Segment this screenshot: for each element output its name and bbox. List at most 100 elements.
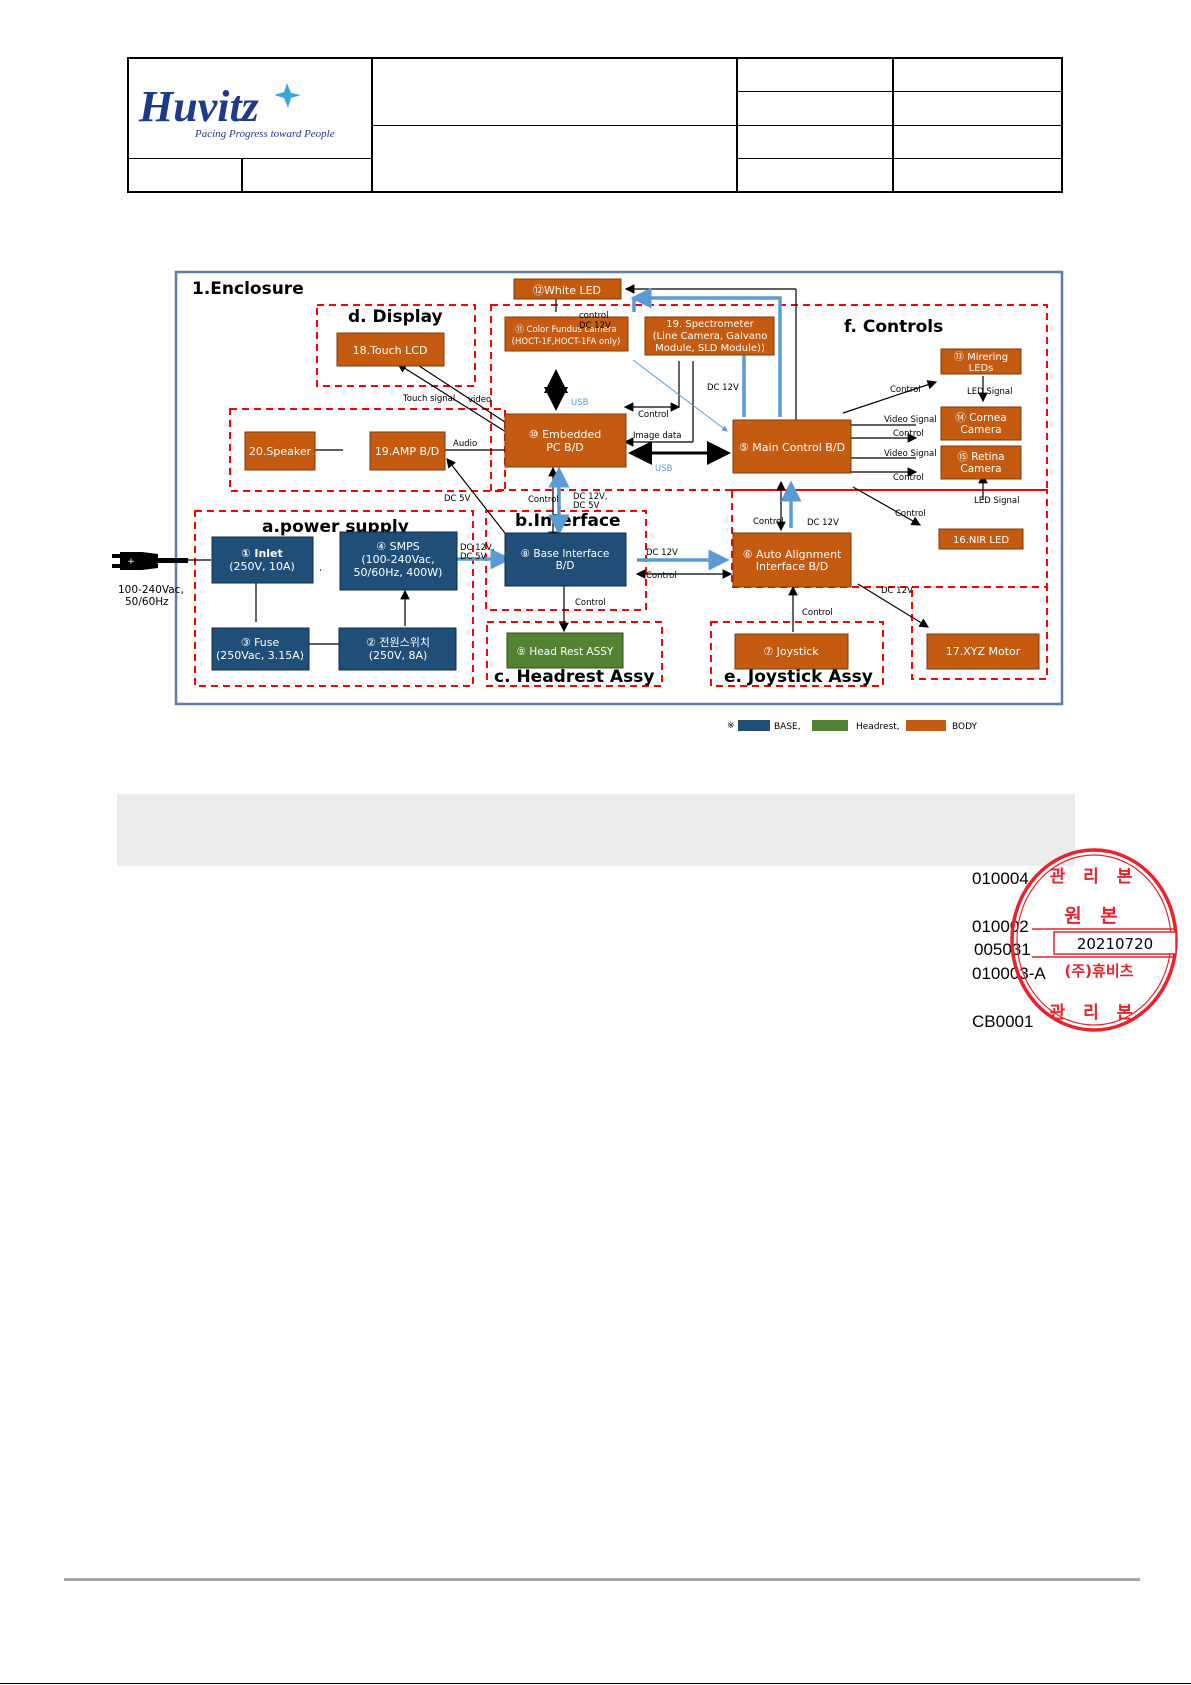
header-divider	[736, 125, 1061, 126]
signal-label: DC 12V,	[460, 543, 495, 553]
block-mirering-leds	[940, 348, 1022, 375]
block-auto-alignment	[732, 532, 852, 588]
label-retina-2: Camera	[960, 463, 1001, 475]
block-nir-led	[938, 528, 1024, 550]
signal-label: USB	[655, 464, 673, 474]
signal-label: Audio	[453, 439, 477, 449]
label-base-if-2: B/D	[556, 560, 575, 572]
label-speaker: 20.Speaker	[249, 445, 312, 458]
block-main-control	[732, 419, 852, 474]
header-divider	[736, 158, 1061, 159]
group-label-display: d. Display	[348, 307, 443, 327]
label-smps-2: (100-240Vac,	[361, 553, 434, 566]
legend-label-base: BASE,	[774, 722, 801, 732]
document-header-table: Huvitz Pacing Progress toward People	[127, 57, 1063, 193]
block-fundus-camera	[504, 316, 629, 352]
stamp-date: 20210720	[1077, 935, 1153, 953]
label-mirering-1: ⑬ Mirering	[954, 351, 1008, 363]
legend-swatch-base	[738, 720, 770, 731]
link-main-mirering	[842, 380, 938, 414]
label-cornea-1: ⑭ Cornea	[955, 412, 1006, 424]
signal-label: Video Signal	[884, 415, 937, 425]
block-headrest	[506, 632, 624, 669]
color-legend: ※ BASE, Headrest, BODY	[727, 720, 978, 732]
group-label-headrest: c. Headrest Assy	[494, 667, 654, 687]
label-switch-2: (250V, 8A)	[369, 649, 428, 662]
label-retina-1: ⑮ Retina	[957, 451, 1004, 463]
label-auto-align-2: Interface B/D	[756, 560, 828, 573]
block-amp	[369, 431, 446, 471]
plug-voltage-label: 100-240Vac,	[118, 584, 184, 596]
legend-label-body: BODY	[952, 722, 978, 732]
signal-label: Control	[890, 385, 921, 395]
link-autoalign-xyz	[857, 583, 930, 628]
logo-tagline: Pacing Progress toward People	[194, 128, 335, 140]
signal-label: DC 12V	[807, 518, 839, 528]
group-controls-top	[490, 304, 1048, 491]
logo-star-icon	[274, 83, 301, 108]
group-label-controls: f. Controls	[844, 317, 943, 337]
block-power-switch	[338, 627, 457, 671]
svg-text:+: +	[127, 557, 135, 567]
signal-label: Touch signal	[402, 394, 455, 404]
note-bar	[117, 794, 1075, 866]
footer-rule	[64, 1578, 1140, 1581]
legend-swatch-body	[906, 720, 946, 731]
signal-label: Control	[893, 473, 924, 483]
label-cornea-2: Camera	[960, 424, 1001, 436]
link-lcd-pc-touch	[396, 363, 507, 433]
signal-label: DC 5V	[444, 494, 471, 504]
signal-label: DC 12V	[646, 548, 678, 558]
signal-label: Control	[638, 410, 669, 420]
signal-label: Control	[802, 608, 833, 618]
label-main-control: ⑤ Main Control B/D	[739, 441, 845, 454]
group-label-joystick: e. Joystick Assy	[724, 667, 873, 687]
label-joystick: ⑦ Joystick	[763, 645, 819, 658]
signal-label: LED Signal	[967, 387, 1012, 397]
group-display	[316, 304, 476, 387]
group-power-supply	[194, 510, 474, 687]
signal-label: DC 12V	[881, 586, 913, 596]
label-white-led: ⑫White LED	[533, 284, 601, 297]
block-inlet	[211, 536, 314, 584]
stamp-middle-text: 원 본	[1064, 905, 1124, 927]
stamp-top-text: 관 리 본	[1050, 867, 1139, 887]
signal-label: DC 5V	[460, 552, 487, 562]
block-cornea-camera	[940, 406, 1022, 441]
system-block-diagram: 1.Enclosure d. Display f. Controls a.pow…	[110, 262, 1082, 742]
stamp-company: (주)휴비츠	[1065, 962, 1134, 980]
label-switch-1: ② 전원스위치	[366, 636, 430, 649]
group-joystick	[710, 621, 884, 687]
signal-label: Control	[528, 495, 559, 505]
stamp-bottom-text: 관 리 본	[1050, 1003, 1139, 1023]
label-headrest: ⑨ Head Rest ASSY	[517, 646, 614, 658]
legend-label-headrest: Headrest,	[856, 722, 900, 732]
header-divider	[736, 91, 1061, 92]
group-controls-bottom	[911, 586, 1048, 680]
ref-number: 010004	[972, 869, 1029, 888]
approval-stamp: 관 리 본 원 본 20210720 (주)휴비츠 관 리 본	[1004, 842, 1184, 1038]
plug-frequency-label: 50/60Hz	[125, 596, 169, 608]
label-nir-led: 16.NIR LED	[953, 535, 1009, 546]
label-fundus-1: ⑪ Color Fundus camera	[515, 325, 616, 335]
signal-label: Control	[753, 517, 784, 527]
link-fundus-main-usb	[632, 359, 728, 432]
label-inlet-2: (250V, 10A)	[229, 560, 295, 573]
label-xyz-motor: 17.XYZ Motor	[946, 645, 1021, 658]
block-fuse	[211, 627, 310, 671]
signal-label: video	[468, 395, 491, 405]
logo-wordmark: Huvitz	[138, 82, 259, 131]
label-smps-1: ④ SMPS	[376, 540, 419, 553]
signal-label: DC 12V	[579, 321, 611, 331]
label-pc-2: PC B/D	[546, 441, 584, 454]
block-joystick	[734, 633, 849, 670]
signal-label: LED Signal	[974, 496, 1019, 506]
group-label-interface: b.Interface	[515, 511, 621, 531]
signal-label: Control	[575, 598, 606, 608]
signal-label: control	[579, 311, 608, 321]
label-spectro-2: (Line Camera, Galvano	[653, 331, 768, 342]
label-fuse-1: ③ Fuse	[241, 636, 280, 649]
ref-number: 010003-A	[972, 964, 1046, 983]
signal-label: Control	[895, 509, 926, 519]
label-spectro-3: Module, SLD Module))	[655, 343, 765, 354]
